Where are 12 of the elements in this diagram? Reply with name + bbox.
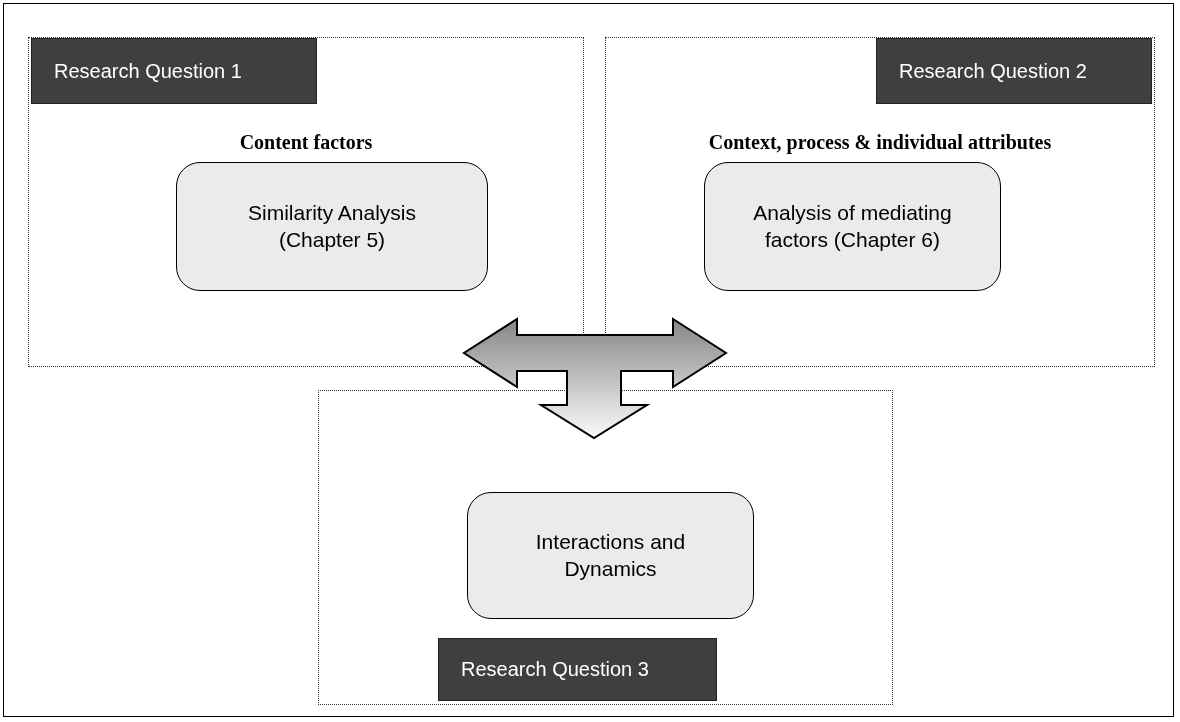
panel-heading: Content factors (238, 131, 374, 154)
process-box: Analysis of mediating factors (Chapter 6) (704, 162, 1001, 291)
dotted-panel (318, 390, 893, 705)
dotted-panel (605, 37, 1155, 367)
question-header: Research Question 1 (31, 38, 317, 104)
process-box: Similarity Analysis (Chapter 5) (176, 162, 488, 291)
block-arrow (462, 317, 728, 440)
dotted-panel (28, 37, 584, 367)
question-header: Research Question 2 (876, 38, 1152, 104)
process-box: Interactions and Dynamics (467, 492, 754, 619)
panel-heading: Context, process & individual attributes (707, 131, 1053, 154)
question-header: Research Question 3 (438, 638, 717, 701)
